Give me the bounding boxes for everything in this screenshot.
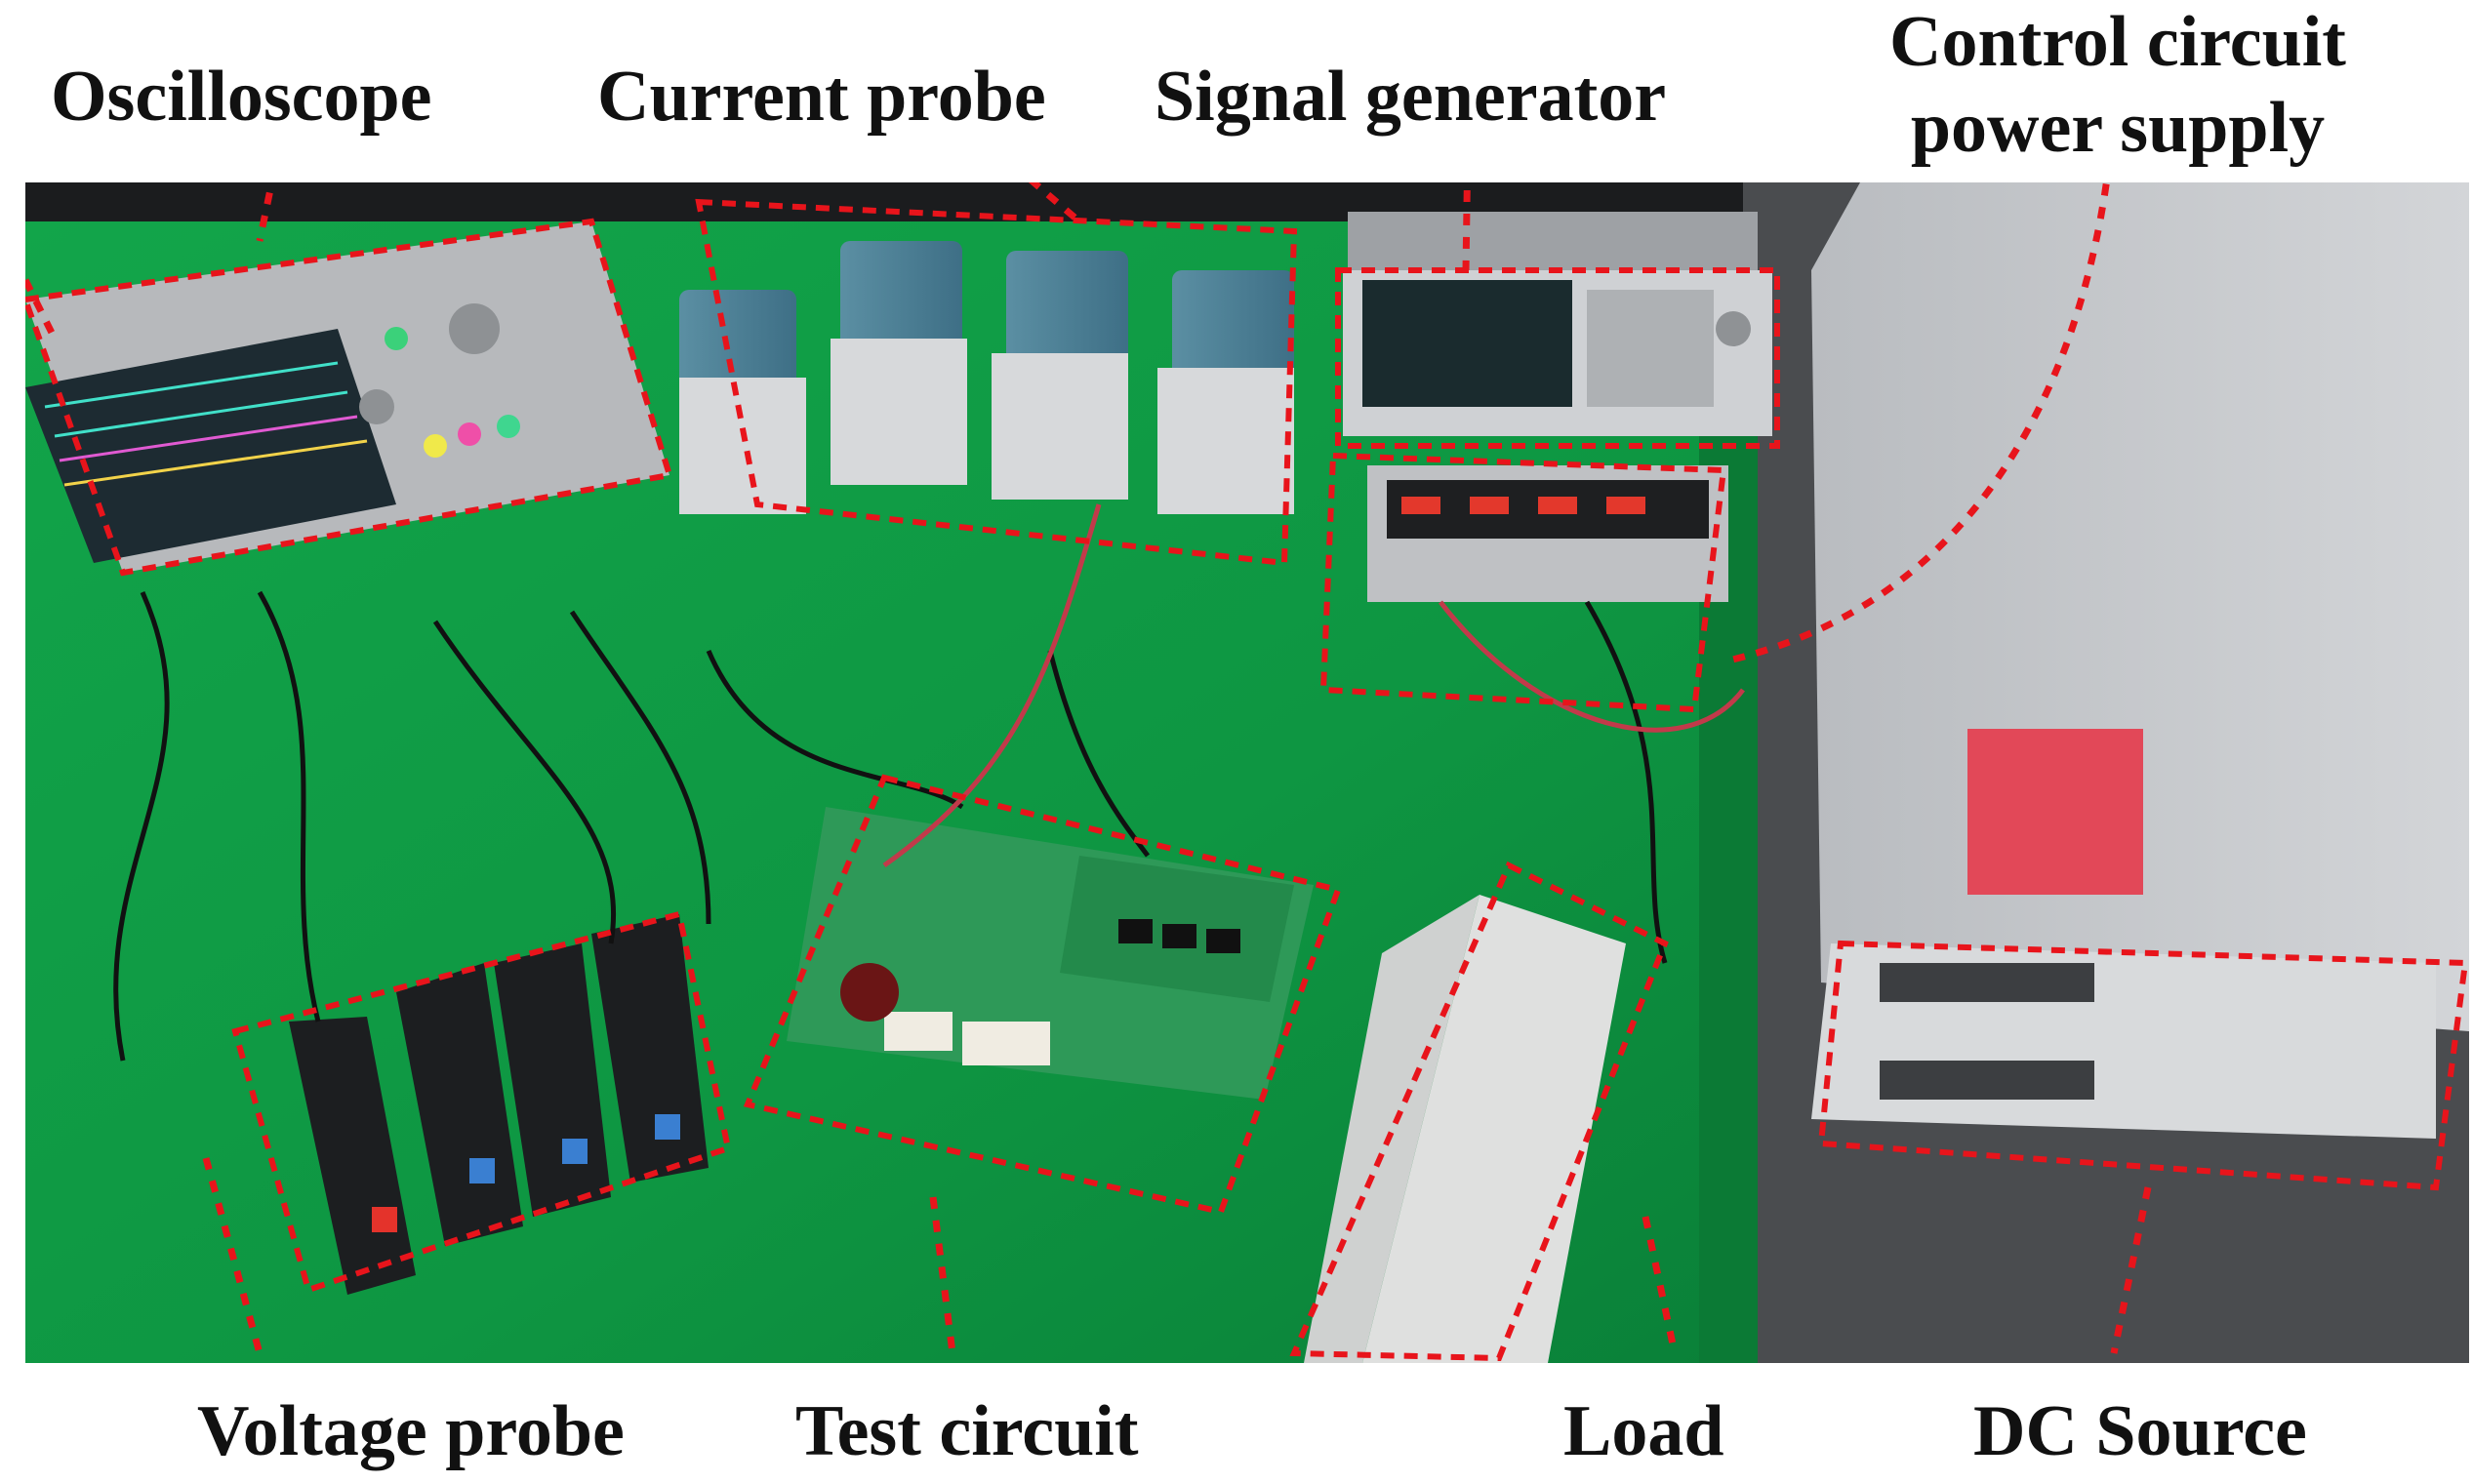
power-supply-box bbox=[1319, 452, 1727, 713]
dc-source bbox=[1811, 182, 2469, 1139]
label-voltage-probe: Voltage probe bbox=[197, 1391, 625, 1471]
dc-source-box bbox=[1817, 940, 2469, 1191]
signal-generator bbox=[1343, 212, 1772, 436]
load bbox=[1304, 895, 1626, 1363]
label-oscilloscope: Oscilloscope bbox=[51, 57, 432, 137]
signal-generator-box bbox=[1335, 267, 1780, 449]
control-power-supply bbox=[1367, 465, 1728, 602]
load-box bbox=[1289, 861, 1669, 1362]
voltage-probes bbox=[289, 914, 709, 1295]
label-signal-generator: Signal generator bbox=[1155, 57, 1667, 137]
label-control-circuit-line2: power supply bbox=[1910, 88, 2326, 168]
test-circuit-box bbox=[743, 774, 1342, 1216]
label-current-probe: Current probe bbox=[597, 57, 1046, 137]
bench-edge bbox=[1699, 300, 1758, 1363]
label-control-circuit-power-supply: Control circuit power supply bbox=[1835, 6, 2401, 164]
oscilloscope bbox=[25, 221, 669, 573]
oscilloscope-box bbox=[25, 218, 673, 577]
label-dc-source: DC Source bbox=[1973, 1391, 2307, 1471]
pointer-lines bbox=[25, 182, 2152, 1354]
annotations bbox=[25, 198, 2469, 1362]
voltage-probe-box bbox=[231, 910, 732, 1294]
label-load: Load bbox=[1563, 1391, 1724, 1471]
label-test-circuit: Test circuit bbox=[795, 1391, 1139, 1471]
test-circuit-board bbox=[787, 807, 1314, 1100]
current-probes bbox=[679, 241, 1294, 514]
lab-bench-photo bbox=[25, 182, 2469, 1363]
label-control-circuit-line1: Control circuit bbox=[1889, 2, 2346, 82]
